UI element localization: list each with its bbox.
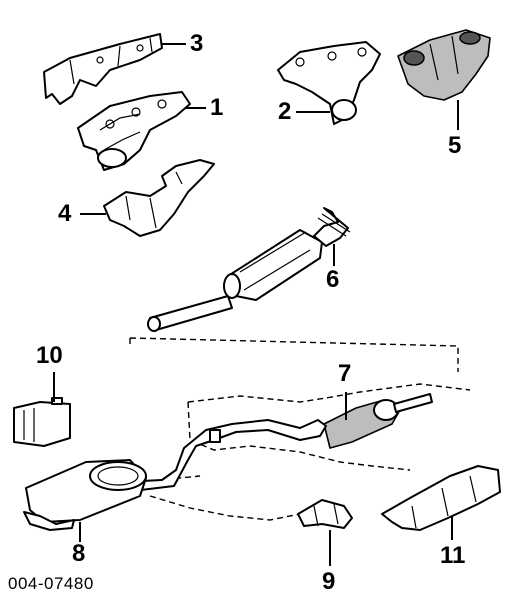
part-8-main-muffler: [23, 459, 147, 542]
callout-8: 8: [72, 540, 86, 567]
part-3-heat-shield: [43, 33, 186, 105]
part-4-lower-heat-shield: [80, 159, 215, 237]
callout-9: 9: [322, 568, 336, 595]
part-11-underbody-shield: [381, 465, 501, 540]
callout-2: 2: [278, 98, 292, 125]
part-6-catalytic-converter: [147, 207, 351, 332]
figure-code: 004-07480: [8, 574, 94, 593]
callout-4: 4: [58, 200, 72, 227]
callout-7: 7: [338, 360, 352, 387]
callout-1: 1: [210, 94, 224, 121]
callout-11: 11: [440, 542, 466, 569]
part-7-rear-muffler: [323, 392, 433, 449]
part-5-manifold-shield: [397, 29, 491, 130]
callout-6: 6: [326, 266, 340, 293]
callout-10: 10: [36, 342, 63, 369]
callout-3: 3: [190, 30, 204, 57]
callout-5: 5: [448, 132, 462, 159]
part-2-exhaust-manifold: [277, 41, 381, 125]
pipe-assembly: [121, 383, 471, 521]
part-1-exhaust-manifold: [77, 91, 206, 171]
part-9-clamp: [297, 499, 353, 566]
part-10-resonator: [13, 372, 71, 447]
assembly-separator: [129, 337, 459, 372]
